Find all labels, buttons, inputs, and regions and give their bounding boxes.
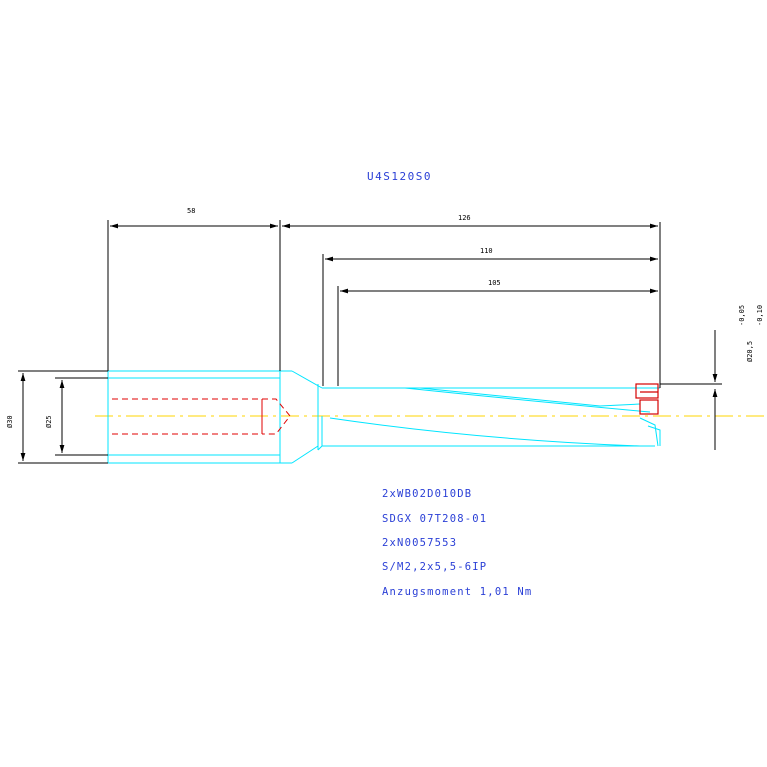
- dim-126-label: 126: [458, 214, 471, 222]
- dim-110-label: 110: [480, 247, 493, 255]
- note-line-1: 2xWB02D010DB: [382, 488, 472, 500]
- dim-length-58: [107, 220, 281, 371]
- bore-hidden-lines: [112, 398, 291, 435]
- dim-105-label: 105: [488, 279, 501, 287]
- shank-outline: [107, 370, 323, 464]
- dim-d30-label: Ø30: [6, 415, 14, 428]
- dim-length-105: [337, 286, 658, 386]
- dim-tolerance-upper: -0,05: [738, 305, 746, 326]
- dim-length-110: [322, 254, 658, 386]
- dim-d20-5-label: Ø20,5: [746, 341, 754, 362]
- dim-tolerance-lower: -0,10: [756, 305, 764, 326]
- note-line-3: 2xN0057553: [382, 537, 457, 549]
- dim-d25-label: Ø25: [45, 415, 53, 428]
- drill-body-outline: [317, 384, 661, 451]
- note-line-5: Anzugsmoment 1,01 Nm: [382, 586, 532, 598]
- dim-diameter-30: [18, 370, 108, 464]
- dim-diameter-20-5: [660, 330, 722, 450]
- dim-length-126: [282, 222, 661, 388]
- drawing-title: U4S120S0: [367, 170, 432, 183]
- dim-diameter-25: [55, 377, 108, 456]
- note-line-2: SDGX 07T208-01: [382, 513, 487, 525]
- dim-58-label: 58: [187, 207, 195, 215]
- note-line-4: S/M2,2x5,5-6IP: [382, 561, 487, 573]
- insert-outline: [635, 383, 659, 415]
